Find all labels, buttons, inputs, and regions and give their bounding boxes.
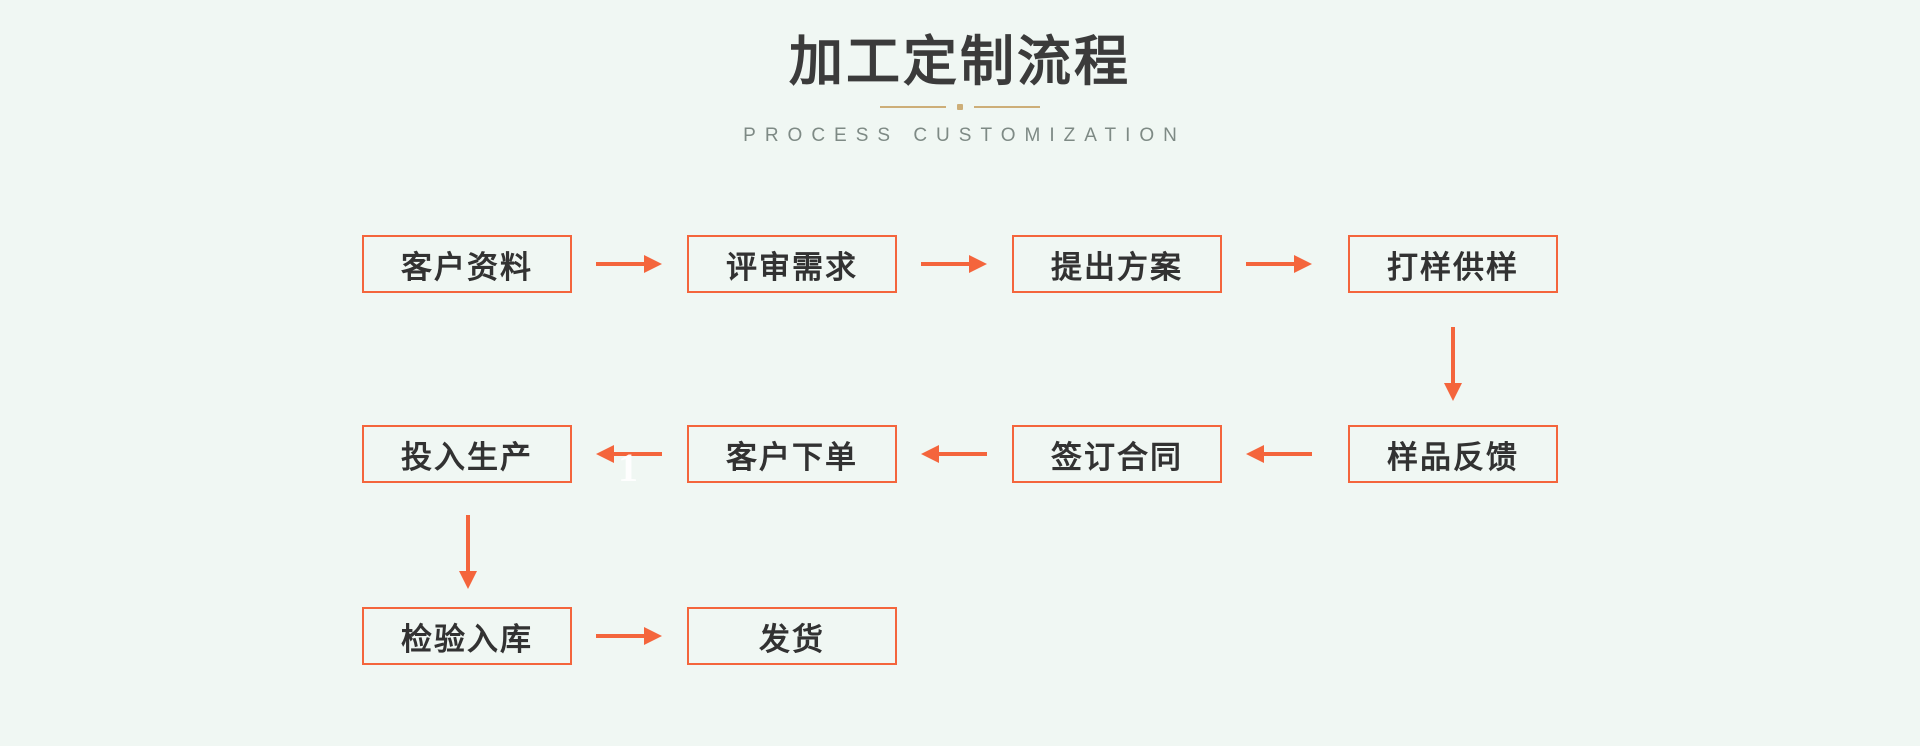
divider-dot-icon xyxy=(957,103,963,110)
flow-box-start-production[interactable]: 投入生产 xyxy=(362,425,572,483)
divider-rule-right xyxy=(974,105,1040,108)
flow-box-review-requirements[interactable]: 评审需求 xyxy=(687,235,897,293)
arrow-down-icon-right xyxy=(1440,327,1466,401)
arrow-right-icon-2 xyxy=(921,251,987,277)
arrow-right-icon-1 xyxy=(596,251,662,277)
arrow-left-icon-2 xyxy=(921,441,987,467)
page-subtitle: PROCESS CUSTOMIZATION xyxy=(743,124,1186,146)
flow-box-customer-info[interactable]: 客户资料 xyxy=(362,235,572,293)
watermark-artifact: 1 xyxy=(618,445,638,490)
arrow-left-icon-1 xyxy=(596,441,662,467)
flow-box-sampling-supply[interactable]: 打样供样 xyxy=(1348,235,1558,293)
flow-box-customer-order[interactable]: 客户下单 xyxy=(687,425,897,483)
flow-box-shipment[interactable]: 发货 xyxy=(687,607,897,665)
title-divider-ornament xyxy=(871,101,1049,113)
flow-box-propose-plan[interactable]: 提出方案 xyxy=(1012,235,1222,293)
arrow-left-icon-3 xyxy=(1246,441,1312,467)
flow-box-inspection-warehousing[interactable]: 检验入库 xyxy=(362,607,572,665)
arrow-right-icon-4 xyxy=(596,623,662,649)
flow-box-sign-contract[interactable]: 签订合同 xyxy=(1012,425,1222,483)
arrow-right-icon-3 xyxy=(1246,251,1312,277)
arrow-down-icon-left xyxy=(455,515,481,589)
page-title: 加工定制流程 xyxy=(789,32,1131,92)
page-header: 加工定制流程 PROCESS CUSTOMIZATION xyxy=(0,0,1920,147)
flow-box-sample-feedback[interactable]: 样品反馈 xyxy=(1348,425,1558,483)
divider-rule-left xyxy=(880,105,946,108)
